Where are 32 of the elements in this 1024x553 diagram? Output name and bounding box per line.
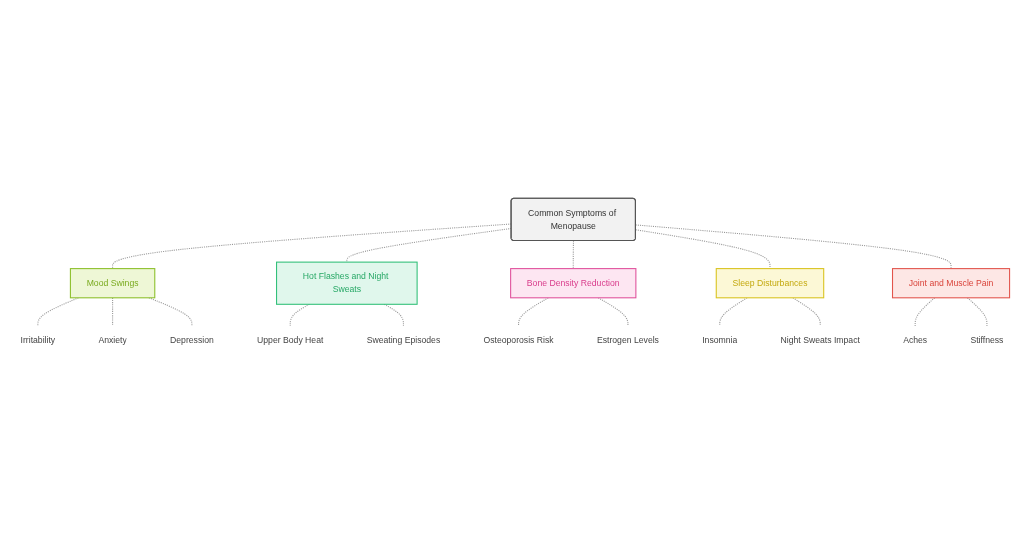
connector [966, 297, 988, 327]
connector [37, 297, 79, 327]
node-text: Depression [170, 335, 214, 345]
connector [792, 297, 821, 327]
connector [148, 297, 193, 327]
connector [914, 297, 936, 327]
connector [518, 297, 549, 327]
connector [635, 224, 952, 269]
node-text: Sweating Episodes [366, 335, 441, 345]
connector [383, 303, 404, 327]
node-box: Mood Swings [69, 267, 156, 299]
connector [572, 240, 575, 269]
node-text: Upper Body Heat [257, 335, 324, 345]
node-text: Anxiety [98, 335, 127, 345]
node-text: Stiffness [970, 335, 1004, 345]
node-text: Insomnia [702, 335, 738, 345]
node-box: Hot Flashes and Night Sweats [276, 261, 418, 305]
node-text: Estrogen Levels [596, 335, 659, 345]
connector [112, 223, 512, 269]
connector [112, 297, 114, 327]
connector [597, 297, 629, 327]
connector [346, 227, 512, 263]
connector [289, 303, 310, 327]
connector [719, 297, 748, 327]
node-text: Night Sweats Impact [780, 335, 860, 345]
node-text: Aches [903, 335, 928, 345]
node-box: Bone Density Reduction [510, 267, 637, 299]
node-text: Irritability [20, 335, 56, 345]
node-text: Osteoporosis Risk [483, 335, 554, 345]
node-box: Joint and Muscle Pain [891, 267, 1011, 299]
node-box: Sleep Disturbances [715, 267, 825, 299]
connector [635, 229, 771, 269]
